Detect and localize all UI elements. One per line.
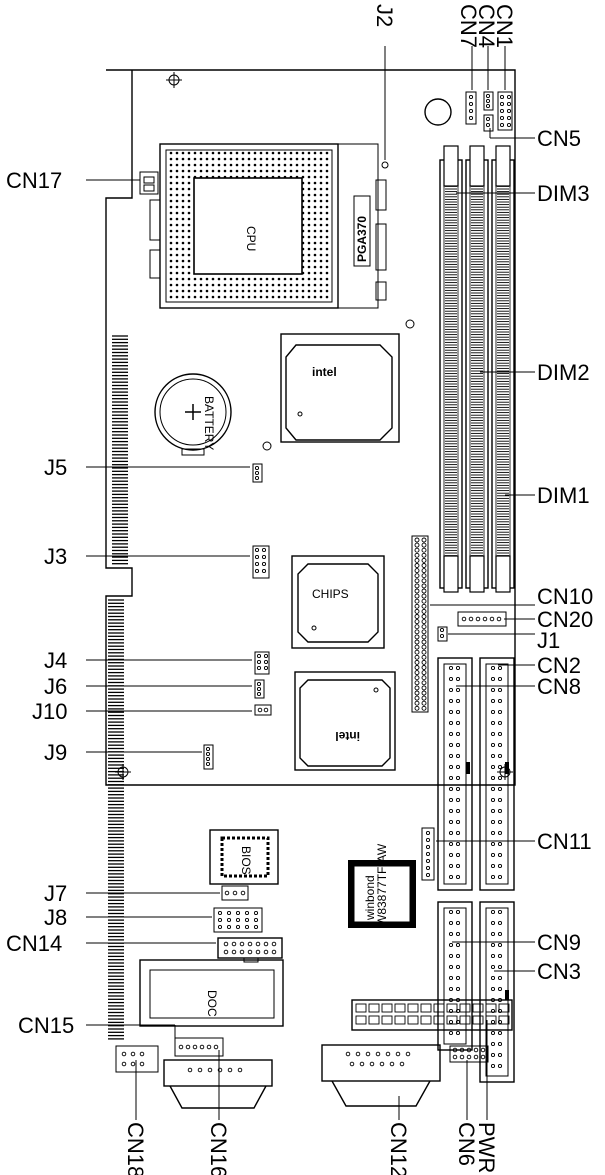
j6-jumper xyxy=(254,679,265,699)
label-j2: J2 xyxy=(372,4,397,27)
label-cn8: CN8 xyxy=(537,674,581,699)
cn7-header xyxy=(465,91,477,125)
label-cn17: CN17 xyxy=(6,168,62,193)
buzzer xyxy=(424,98,452,126)
cn10-header xyxy=(411,535,429,713)
j2-jumper xyxy=(381,161,389,169)
cn2-connector xyxy=(479,657,515,891)
doc-socket: DOC xyxy=(139,959,284,1027)
intel-northbridge-chip: intel xyxy=(280,333,400,443)
leader-lines xyxy=(86,46,535,1120)
label-j3: J3 xyxy=(44,544,67,569)
label-cn15: CN15 xyxy=(18,1013,74,1038)
cn4-header xyxy=(483,91,494,111)
isa-edge-connector xyxy=(108,335,128,1040)
label-j4: J4 xyxy=(44,648,67,673)
label-cn18: CN18 xyxy=(123,1122,148,1175)
label-cn10: CN10 xyxy=(537,584,593,609)
chips-text: CHIPS xyxy=(312,587,349,601)
cn15-connector xyxy=(174,1037,224,1057)
mounting-hole-bottom-left xyxy=(115,764,131,780)
j8-jumper xyxy=(213,907,263,933)
cn3-connector xyxy=(479,901,515,1083)
bios-text: BIOS xyxy=(239,846,253,875)
cpu-label: CPU xyxy=(244,226,258,251)
label-cn14: CN14 xyxy=(6,931,62,956)
label-j1: J1 xyxy=(537,628,560,653)
label-j8: J8 xyxy=(44,905,67,930)
label-j7: J7 xyxy=(44,881,67,906)
doc-text: DOC xyxy=(205,990,219,1017)
intel-logo-rotated: intel xyxy=(335,729,360,743)
winbond-text: winbond xyxy=(363,875,377,921)
pwr1-connector xyxy=(351,999,513,1031)
j5-jumper xyxy=(252,463,263,483)
label-cn1: CN1 xyxy=(492,4,517,48)
label-pwr1: PWR1 xyxy=(474,1122,499,1175)
socket-label: PGA370 xyxy=(355,216,369,262)
dimm-sockets xyxy=(439,145,515,593)
cn9-connector xyxy=(437,901,473,1051)
cn6-header xyxy=(449,1045,489,1063)
j10-jumper xyxy=(254,704,272,716)
battery: BATTERY xyxy=(154,373,232,456)
bios-chip: BIOS xyxy=(209,829,279,885)
cn18-connector xyxy=(115,1045,159,1073)
j9-jumper xyxy=(203,744,214,770)
label-j9: J9 xyxy=(44,740,67,765)
cpu-socket: CPU PGA370 xyxy=(149,143,387,309)
label-cn9: CN9 xyxy=(537,930,581,955)
intel-southbridge-chip: intel xyxy=(294,671,396,771)
board-outline xyxy=(105,69,516,786)
cn5-header xyxy=(483,114,494,132)
cn11-header xyxy=(421,827,435,881)
cn12-connector xyxy=(321,1044,441,1107)
j7-jumper xyxy=(221,885,249,901)
via-hole xyxy=(405,319,415,329)
label-cn2: CN2 xyxy=(537,653,581,678)
label-cn5: CN5 xyxy=(537,126,581,151)
label-cn4: CN4 xyxy=(474,4,499,48)
via-hole xyxy=(262,441,272,451)
label-cn7: CN7 xyxy=(456,4,481,48)
winbond-part: W83877TF-AW xyxy=(375,843,389,926)
label-dim1: DIM1 xyxy=(537,483,590,508)
cn14-connector xyxy=(217,937,283,963)
j1-jumper xyxy=(437,626,448,642)
label-cn20: CN20 xyxy=(537,607,593,632)
label-cn12: CN12 xyxy=(386,1122,411,1175)
label-j10: J10 xyxy=(32,699,67,724)
label-dim3: DIM3 xyxy=(537,181,590,206)
j4-jumper xyxy=(254,651,270,675)
cn17-connector xyxy=(139,171,159,195)
chips-chip: CHIPS xyxy=(291,555,385,649)
label-dim2: DIM2 xyxy=(537,360,590,385)
winbond-chip: winbond W83877TF-AW xyxy=(348,843,416,928)
label-j6: J6 xyxy=(44,674,67,699)
battery-text: BATTERY xyxy=(202,396,216,450)
cn20-connector xyxy=(457,611,507,627)
intel-logo: intel xyxy=(312,365,337,379)
mounting-hole-top xyxy=(166,72,182,88)
label-cn11: CN11 xyxy=(537,829,592,854)
label-j5: J5 xyxy=(44,455,67,480)
label-cn16: CN16 xyxy=(206,1122,231,1175)
cn16-connector xyxy=(163,1059,273,1109)
cn8-connector xyxy=(437,657,473,891)
label-cn6: CN6 xyxy=(454,1122,479,1166)
cn1-header xyxy=(497,91,513,131)
label-cn3: CN3 xyxy=(537,959,581,984)
j3-jumper xyxy=(252,545,270,579)
